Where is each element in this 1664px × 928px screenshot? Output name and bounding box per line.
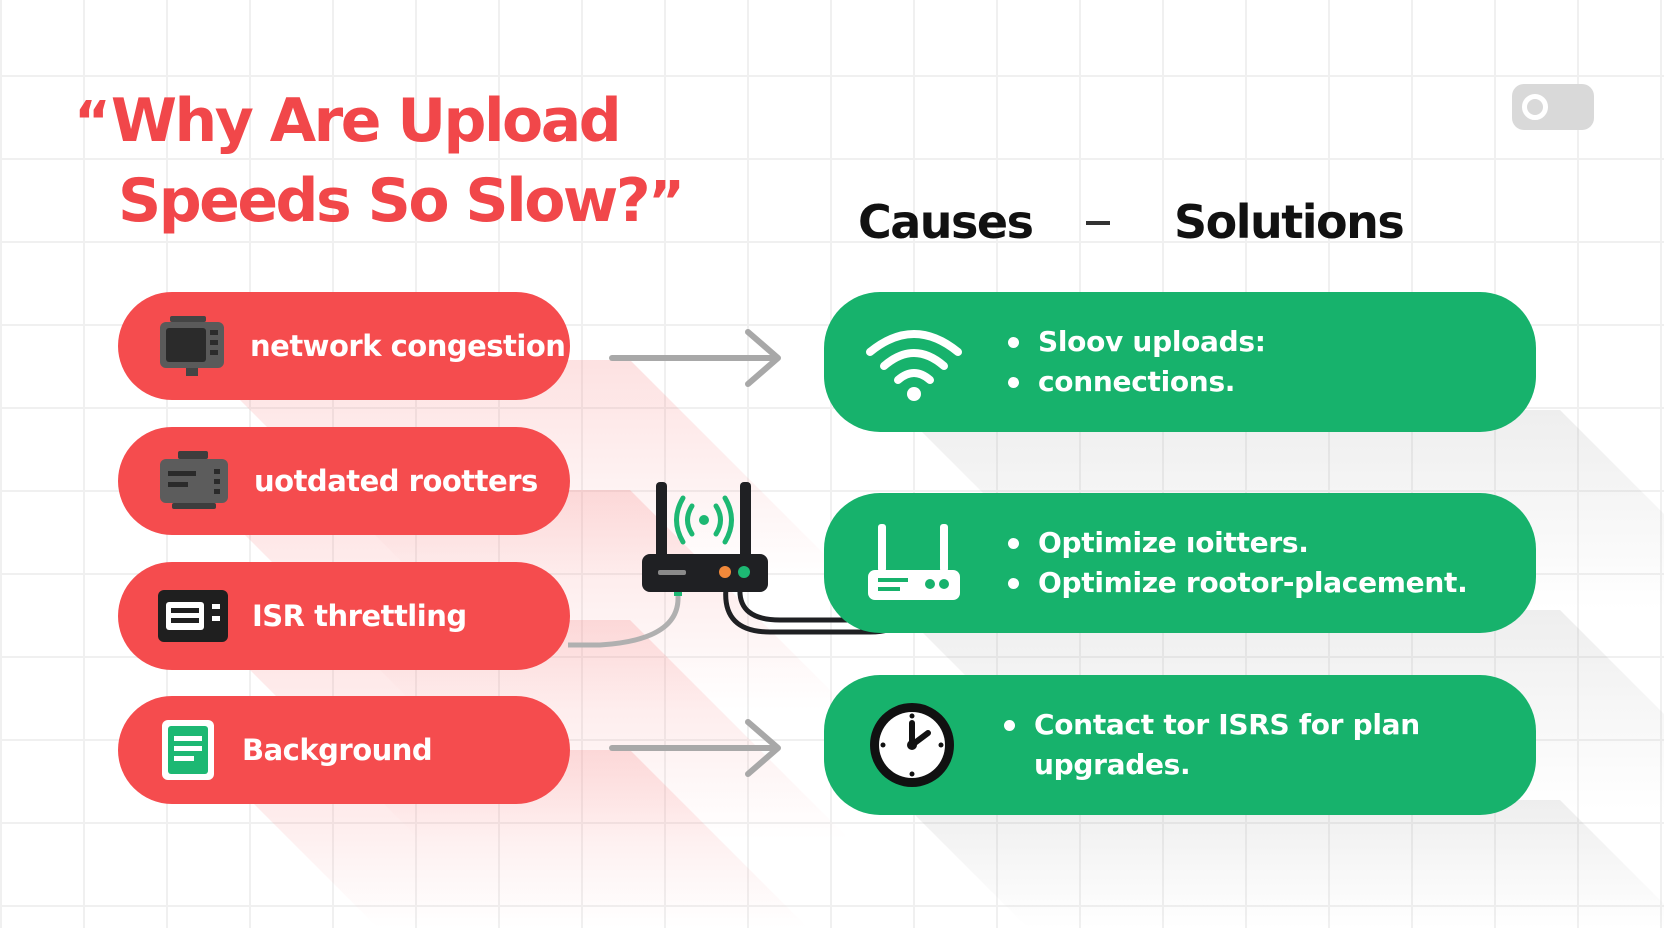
cause-label: Background: [242, 733, 433, 767]
bullet-text: Optimize ıoitters.: [1038, 526, 1309, 559]
solutions-header: Solutions: [1174, 195, 1405, 249]
cause-label: uotdated rootters: [254, 464, 538, 498]
bullet-text: Contact tor ISRS for plan: [1034, 708, 1420, 741]
black-cable-2: [737, 587, 880, 623]
grey-cable: [568, 595, 681, 648]
toggle-switch[interactable]: [1512, 84, 1594, 130]
cause-background[interactable]: Background: [118, 696, 570, 804]
bullet-text: Optimize rootor-placement.: [1038, 566, 1468, 599]
bullet-dot: [1008, 377, 1019, 388]
solution-uploads[interactable]: Sloov uploads: connections.: [824, 292, 1536, 432]
bullet-dot: [1008, 538, 1019, 549]
solution-bullets: Contact tor ISRS for plan upgrades.: [1004, 705, 1420, 785]
solution-bullets: Optimize ıoitters. Optimize rootor-place…: [1008, 523, 1468, 603]
solution-contact-isp[interactable]: Contact tor ISRS for plan upgrades.: [824, 675, 1536, 815]
causes-header: Causes: [858, 195, 1034, 249]
title-open-quote: “: [74, 90, 111, 155]
monitor-icon: [160, 316, 224, 376]
arrow-bottom: [609, 719, 781, 777]
page-title: “Why Are Upload Speeds So Slow?”: [74, 82, 714, 242]
arrow-top: [609, 329, 781, 387]
bullet-item: Contact tor ISRS for plan: [1004, 705, 1420, 745]
solution-optimize[interactable]: Optimize ıoitters. Optimize rootor-place…: [824, 493, 1536, 633]
cause-isr-throttling[interactable]: ISR threttling: [118, 562, 570, 670]
toggle-knob: [1522, 94, 1548, 120]
wifi-icon: [866, 330, 962, 401]
cause-outdated-routers[interactable]: uotdated rootters: [118, 427, 570, 535]
cause-label: ISR threttling: [252, 599, 467, 633]
title-line-1: Why Are Upload: [110, 86, 622, 156]
bullet-dot: [1008, 337, 1019, 348]
bullet-item: connections.: [1008, 362, 1266, 402]
cause-label: network congestion: [250, 329, 566, 363]
router-icon-white: [868, 524, 960, 600]
bullet-text: upgrades.: [1034, 748, 1191, 781]
router-icon: [642, 482, 768, 592]
bullet-continuation: upgrades.: [1004, 745, 1420, 785]
bullet-text: Sloov uploads:: [1038, 325, 1266, 358]
bullet-item: Optimize ıoitters.: [1008, 523, 1467, 563]
id-card-icon: [158, 590, 228, 642]
bullet-text: connections.: [1038, 365, 1236, 398]
router-device-icon: [160, 451, 228, 509]
cause-network-congestion[interactable]: network congestion: [118, 292, 570, 400]
title-line-2: Speeds So Slow?: [118, 166, 651, 236]
bullet-dot: [1008, 578, 1019, 589]
clock-icon: [870, 703, 954, 787]
title-close-quote: ”: [648, 170, 685, 235]
bullet-item: Sloov uploads:: [1008, 322, 1266, 362]
bullet-dot: [1004, 720, 1015, 731]
bullet-item: Optimize rootor-placement.: [1008, 563, 1468, 603]
header-separator: [1086, 221, 1110, 225]
document-icon: [162, 720, 214, 780]
solution-bullets: Sloov uploads: connections.: [1008, 322, 1266, 402]
